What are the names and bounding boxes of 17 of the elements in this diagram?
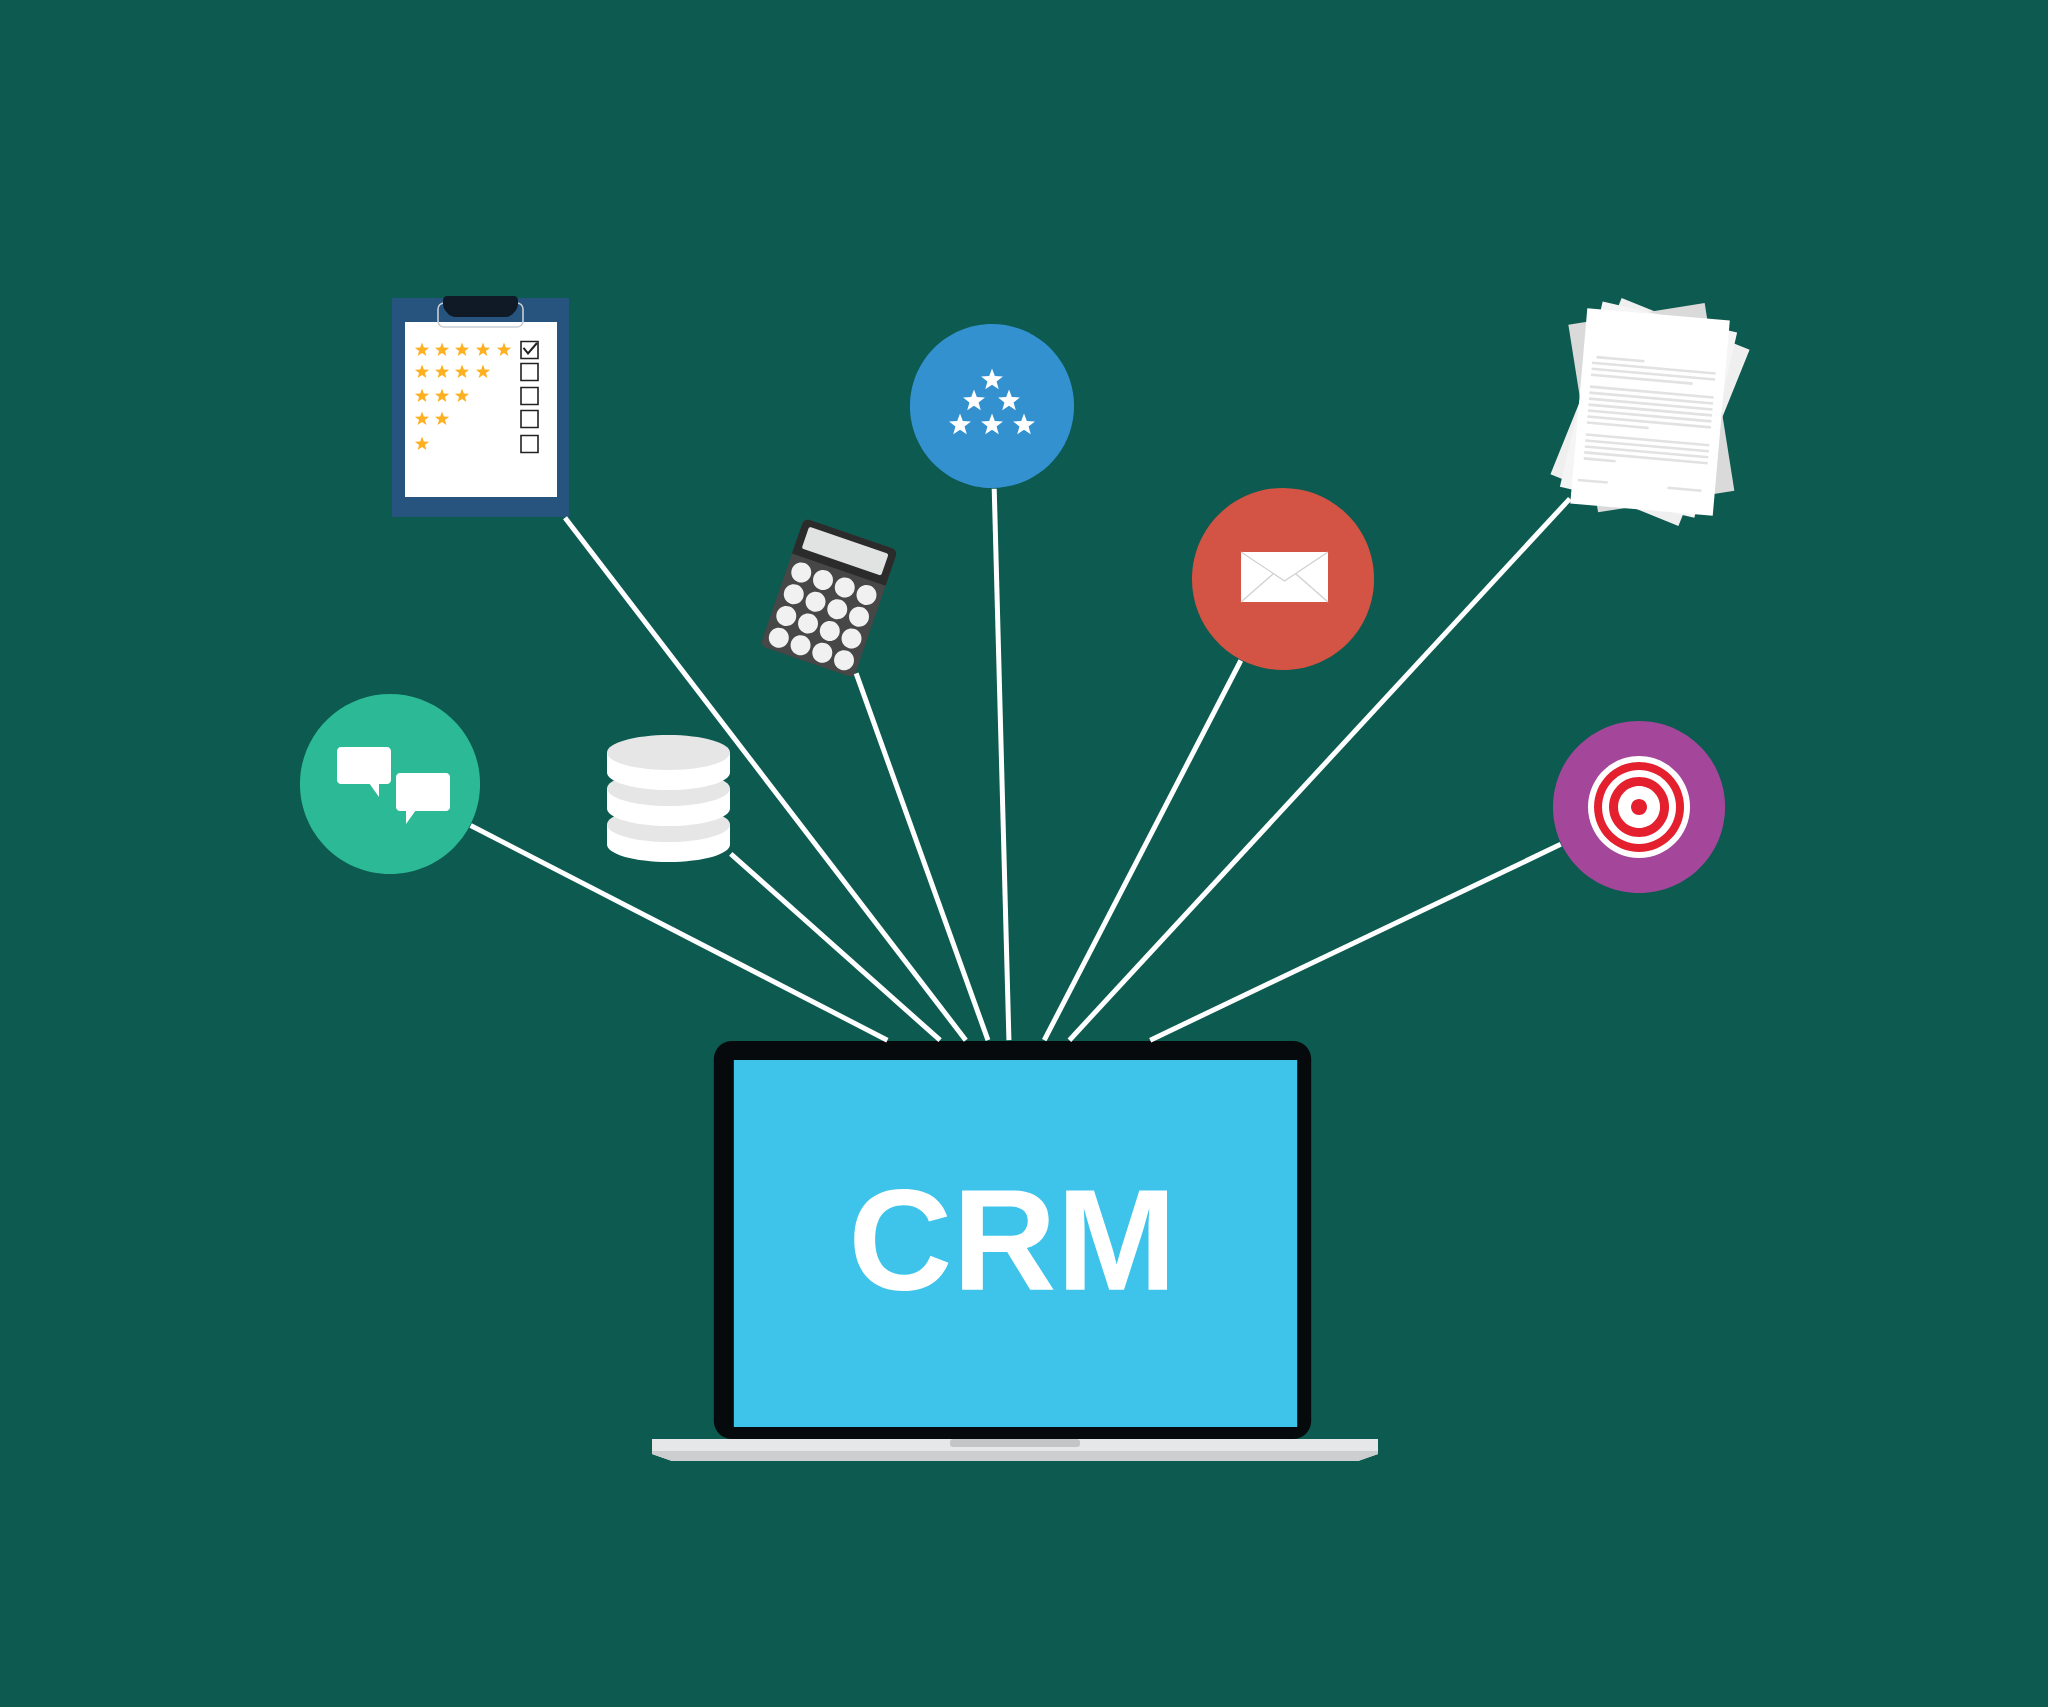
connector-line <box>469 823 889 1043</box>
laptop: CRM <box>652 1040 1378 1461</box>
connector-line <box>991 488 1012 1041</box>
connector-line <box>729 851 942 1043</box>
target-icon <box>1552 720 1726 894</box>
stars-icon <box>909 323 1075 489</box>
database-icon <box>607 735 730 862</box>
connector-line <box>563 516 968 1042</box>
documents-icon <box>1550 298 1750 526</box>
calculator-icon <box>761 519 897 677</box>
clipboard-icon <box>392 296 569 517</box>
connector-line <box>1042 659 1244 1042</box>
connector-line <box>1149 842 1562 1043</box>
chat-icon <box>299 693 481 875</box>
connector-line <box>853 672 991 1042</box>
envelope-icon <box>1191 487 1375 671</box>
connector-line <box>1067 496 1572 1042</box>
